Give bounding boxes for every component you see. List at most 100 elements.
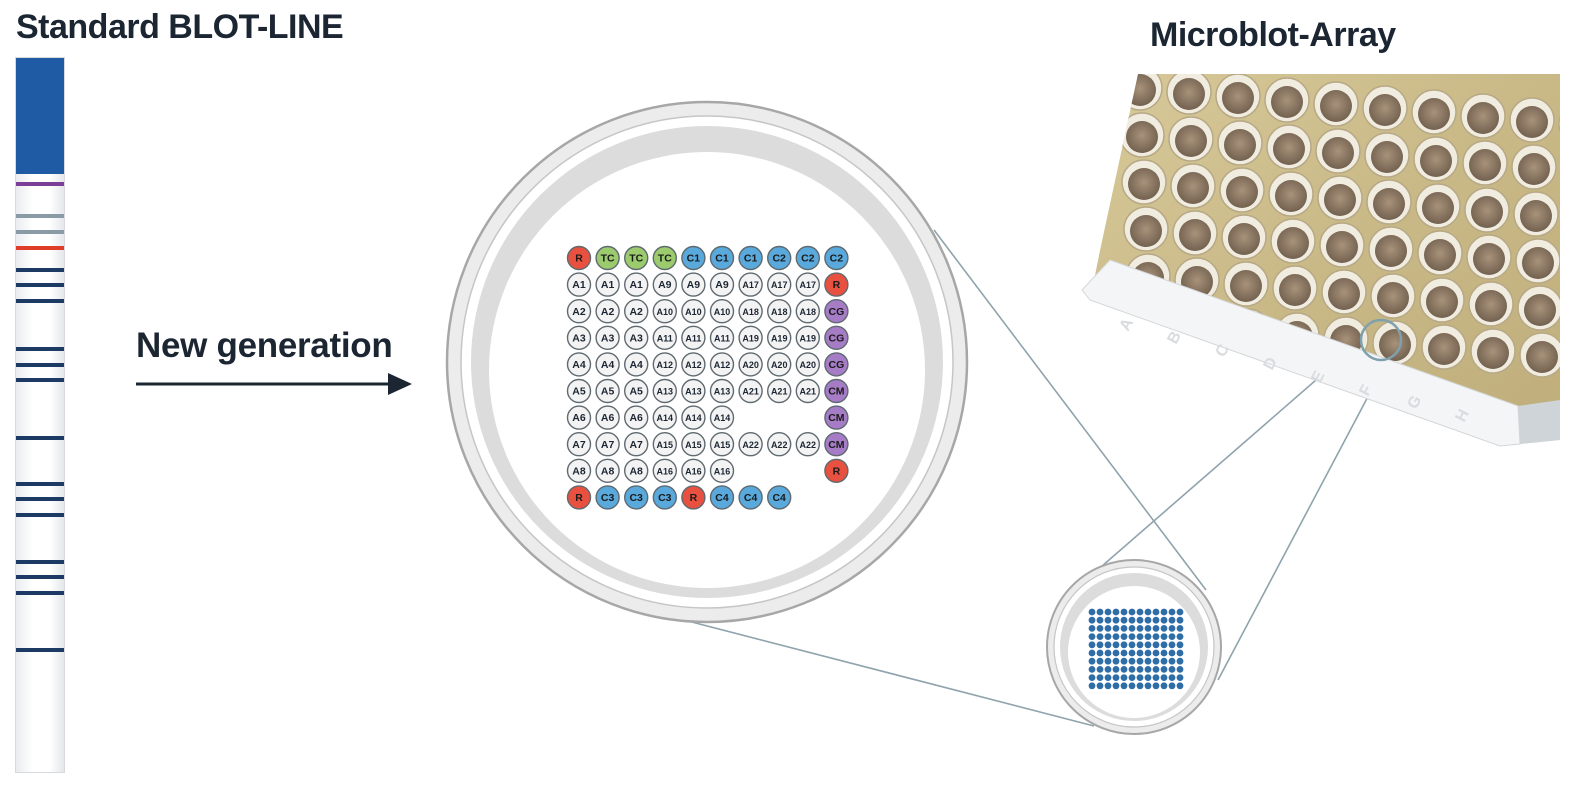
strip-band [16, 245, 64, 250]
array-spot: A13 [681, 378, 706, 404]
plate-well [1462, 140, 1508, 186]
array-spot-label: A1 [601, 279, 615, 291]
array-spot-label: C4 [715, 492, 729, 504]
micro-dot [1144, 682, 1152, 690]
array-spot: A1 [595, 272, 620, 297]
array-spot-label: R [575, 253, 583, 265]
strip-band [16, 482, 64, 487]
array-spot: A21 [738, 378, 763, 404]
array-spot-label: A14 [685, 413, 702, 423]
array-spot-label: A8 [629, 465, 643, 477]
array-spot: A16 [681, 458, 706, 483]
plate-well [1417, 230, 1463, 276]
micro-dot [1176, 674, 1184, 681]
plate-well [1362, 85, 1408, 131]
zoom-circle-large [445, 100, 969, 624]
plate-well [1123, 206, 1169, 252]
micro-dot [1120, 641, 1128, 649]
array-spot: A7 [566, 432, 592, 457]
micro-dot [1112, 682, 1120, 690]
micro-dot [1104, 682, 1112, 690]
micro-dot [1088, 633, 1096, 640]
array-spot: A10 [681, 299, 706, 324]
micro-dot [1168, 633, 1176, 640]
array-spot: A4 [566, 352, 592, 377]
micro-dot [1160, 682, 1168, 690]
strip-band [16, 298, 64, 303]
array-spot: A21 [767, 378, 792, 404]
micro-dot [1152, 657, 1160, 665]
array-spot-label: A18 [742, 307, 759, 317]
micro-dot [1096, 649, 1104, 657]
array-spot-label: A16 [685, 466, 702, 476]
micro-dot [1136, 682, 1144, 690]
array-spot-label: A12 [657, 360, 674, 370]
micro-dot [1104, 625, 1112, 632]
array-spot: A22 [795, 432, 820, 457]
array-spot: A3 [566, 325, 592, 350]
array-spot-label: A14 [657, 413, 674, 423]
plate-well [1464, 187, 1510, 233]
array-spot: A21 [795, 378, 820, 404]
array-spot: A8 [566, 458, 592, 483]
array-spot-label: R [575, 492, 583, 504]
micro-dot [1136, 657, 1144, 665]
array-spot-label: A7 [629, 439, 643, 451]
plate-well [1515, 238, 1560, 284]
micro-dot [1144, 674, 1152, 681]
plate-well [1468, 281, 1514, 327]
micro-dot [1088, 625, 1096, 632]
micro-dot-array [1088, 608, 1184, 690]
array-spot-label: A15 [714, 440, 731, 450]
label-new-generation: New generation [136, 326, 393, 365]
array-spot: A15 [709, 432, 735, 457]
array-spot-label: A19 [771, 333, 788, 343]
strip-band [16, 647, 64, 652]
array-spot: C4 [709, 485, 735, 510]
micro-dot [1088, 666, 1096, 673]
array-spot: A6 [595, 405, 620, 430]
array-spot: A10 [709, 299, 735, 324]
micro-dot [1104, 666, 1112, 673]
plate-well [1366, 179, 1412, 225]
plate-well [1272, 265, 1318, 311]
array-spot: A22 [738, 432, 763, 457]
micro-dot [1120, 608, 1128, 616]
array-spot-label: A9 [658, 279, 672, 291]
array-spot-label: A20 [771, 360, 788, 370]
array-spot-label: A13 [714, 387, 731, 397]
array-spot-label: C2 [801, 253, 815, 265]
array-spot-label: TC [658, 253, 672, 265]
array-spot-label: CM [828, 412, 845, 424]
array-spot-label: A9 [715, 279, 729, 291]
micro-dot [1112, 649, 1120, 657]
array-spot-label: A13 [657, 387, 674, 397]
array-spot: A12 [652, 352, 677, 377]
strip-band [16, 512, 64, 517]
array-spot: A17 [795, 272, 820, 297]
array-spot-label: CG [829, 359, 845, 371]
array-spot-label: A10 [657, 307, 674, 317]
plate-well [1268, 171, 1314, 217]
array-spot-label: A17 [771, 280, 788, 290]
micro-dot [1128, 641, 1136, 649]
strip-band [16, 213, 64, 218]
micro-dot [1176, 608, 1184, 616]
array-spot: CG [824, 299, 849, 324]
array-spot-label: A20 [800, 360, 817, 370]
micro-dot [1144, 608, 1152, 616]
array-spot: A2 [566, 299, 592, 324]
plate-well [1223, 261, 1269, 307]
array-spot-label: C1 [744, 253, 758, 265]
plate-well [1172, 210, 1218, 256]
array-spot: A19 [795, 325, 820, 350]
micro-dot [1160, 633, 1168, 640]
micro-dot [1160, 641, 1168, 649]
array-spot: A14 [709, 405, 735, 430]
array-spot: A3 [624, 325, 649, 350]
array-spot: A8 [624, 458, 649, 483]
strip-band [16, 435, 64, 440]
plate-well [1567, 290, 1594, 334]
micro-dot [1176, 641, 1184, 649]
